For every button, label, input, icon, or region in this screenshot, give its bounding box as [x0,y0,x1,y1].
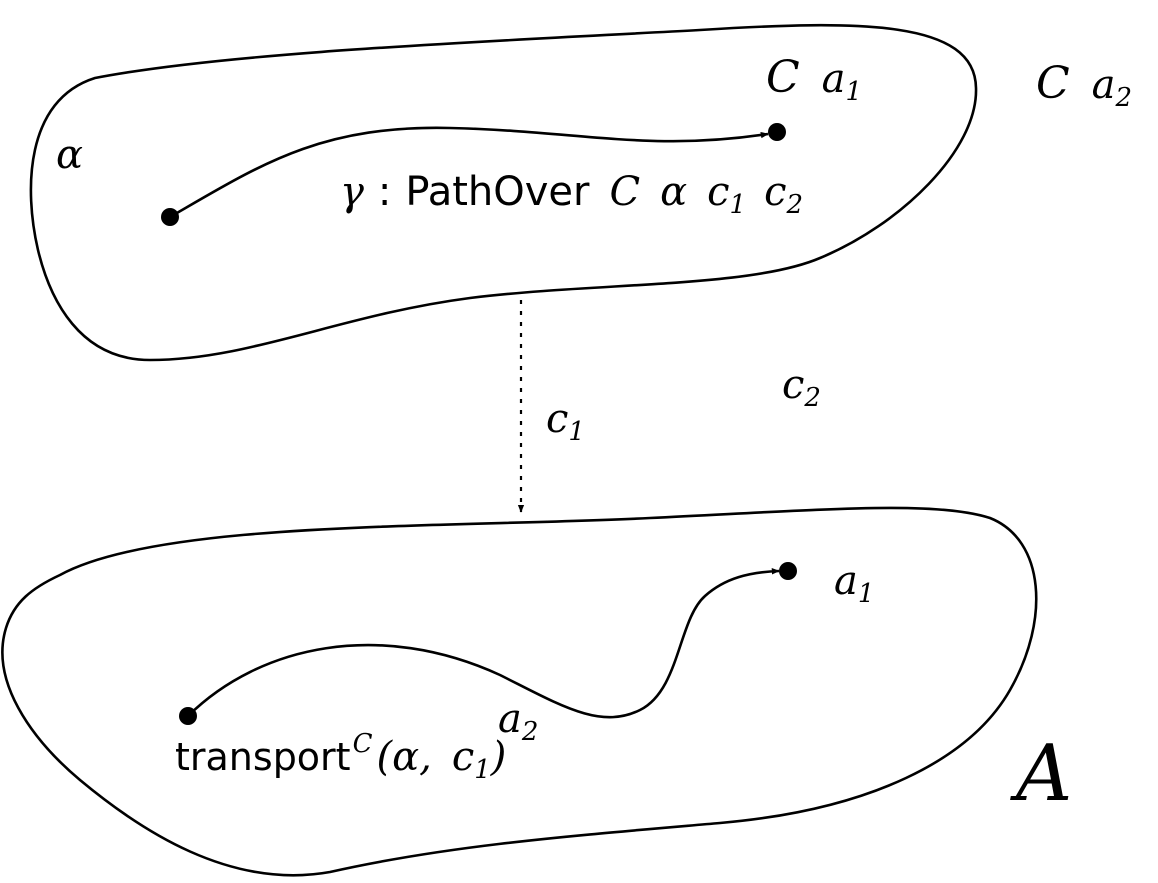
bottom-a1-label: a1 [834,558,874,609]
path-gamma-c2-sub: 2 [785,190,803,220]
top-fibre-a-sub: 1 [846,77,863,107]
bottom-a1-sub: 1 [858,579,875,609]
projection-c1: c [546,396,568,442]
top-fibre-C: C [766,52,800,103]
path-gamma-c1: c [707,169,729,215]
path-gamma-curve [169,126,769,219]
transport-close-paren: ) [490,734,507,780]
bottom-a2-label: a2 [498,696,538,747]
bottom-region-outline [1,506,1038,877]
outside-c2-label: c2 [782,362,821,413]
transport-c: c [452,734,474,780]
top-region-outline [29,23,978,362]
top-fibre-label: C a1 [766,52,862,107]
path-gamma-label: γ : PathOver C α c1 c2 [340,169,803,220]
path-gamma-start-point [161,208,179,226]
outside-fibre-label: C a2 [1036,58,1132,113]
transport-c-sub: 1 [474,755,491,785]
path-gamma-alpha: α [660,169,687,215]
path-gamma-symbol: γ [340,169,364,215]
path-gamma-C: C [609,169,640,215]
outside-fibre-a: a [1092,62,1116,108]
top-alpha-label: α [56,132,83,178]
path-gamma-c2: c [764,169,786,215]
transport-label: transportC(α, c1) [175,729,506,785]
outside-c2-sub: 2 [803,383,821,413]
bottom-a2-sub: 2 [521,717,539,747]
transport-path-curve [187,568,780,719]
transport-comma: , [419,734,432,780]
path-gamma-end-point [768,123,786,141]
path-gamma-colon: : [378,169,391,215]
transport-word: transport [175,735,351,779]
transport-open-paren: ( [377,734,394,780]
outside-fibre-C: C [1036,58,1070,109]
transport-superscript: C [353,729,373,759]
bottom-a1: a [834,558,858,604]
bottom-a2: a [498,696,522,742]
top-fibre-a: a [822,56,846,102]
transport-alpha: α [392,734,419,780]
path-gamma-type: PathOver [405,169,590,215]
transport-path-end-point [779,562,797,580]
projection-c1-sub: 1 [568,417,585,447]
projection-c1-label: c1 [546,396,585,447]
path-gamma-c1-sub: 1 [730,190,747,220]
outside-fibre-a-sub: 2 [1115,83,1133,113]
outside-c2: c [782,362,804,408]
base-space-label: A [1010,729,1072,819]
transport-path-start-point [179,707,197,725]
